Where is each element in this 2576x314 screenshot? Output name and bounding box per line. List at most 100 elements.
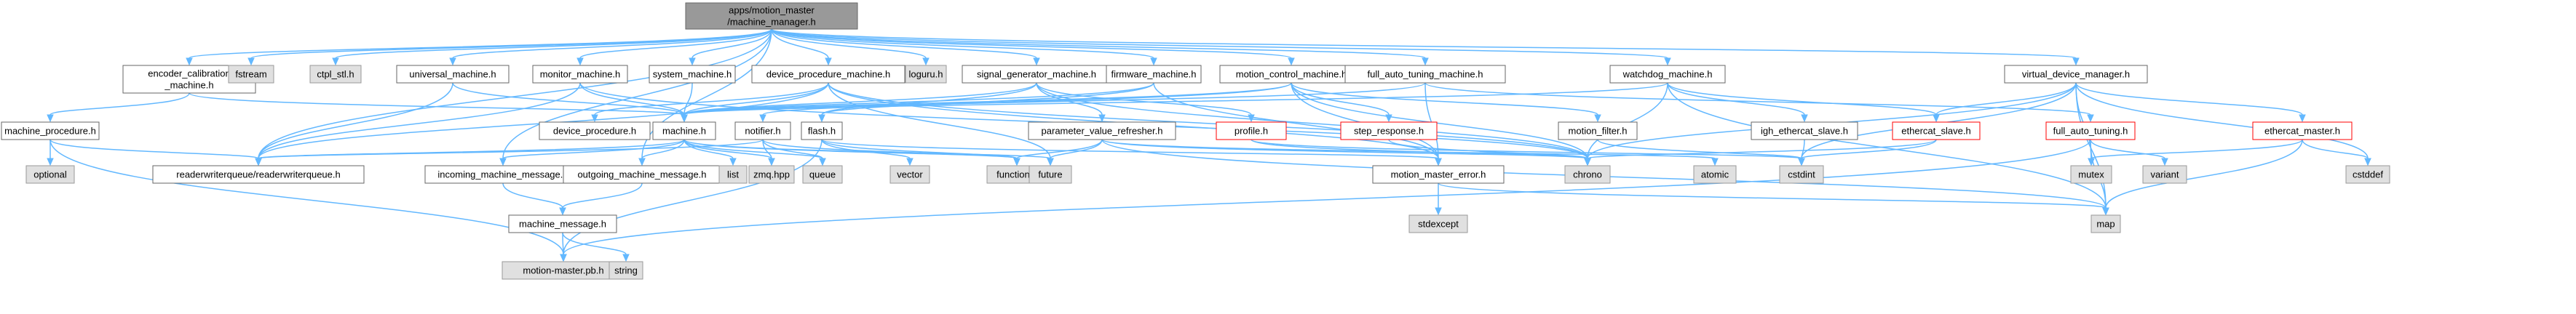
edge-arrowhead bbox=[1098, 114, 1106, 123]
edge-path bbox=[1291, 82, 1390, 116]
node-box bbox=[652, 121, 716, 140]
node-pvr[interactable]: parameter_value_refresher.h bbox=[1028, 121, 1176, 140]
node-label: monitor_machine.h bbox=[540, 69, 621, 80]
node-box bbox=[502, 261, 625, 280]
dependency-edge bbox=[681, 82, 1668, 123]
edge-arrowhead bbox=[1801, 114, 1808, 123]
edge-path bbox=[771, 28, 829, 59]
edge-path bbox=[683, 139, 734, 159]
node-label: parameter_value_refresher.h bbox=[1042, 126, 1163, 137]
node-flash[interactable]: flash.h bbox=[801, 121, 843, 140]
dependency-edge bbox=[560, 232, 567, 262]
edge-arrowhead bbox=[560, 254, 567, 262]
edge-arrowhead bbox=[759, 114, 766, 123]
node-universal[interactable]: universal_machine.h bbox=[396, 65, 510, 84]
node-step[interactable]: step_response.h bbox=[1340, 121, 1438, 140]
node-box bbox=[1892, 121, 1981, 140]
node-incoming[interactable]: incoming_machine_message.h bbox=[424, 165, 582, 184]
node-label: queue bbox=[809, 169, 836, 180]
edge-path bbox=[49, 92, 190, 116]
edge-path bbox=[1801, 139, 1937, 159]
node-outgoing[interactable]: outgoing_machine_message.h bbox=[563, 165, 721, 184]
node-fat[interactable]: full_auto_tuning.h bbox=[2045, 121, 2136, 140]
edge-arrowhead bbox=[825, 57, 832, 66]
node-machproc[interactable]: machine_procedure.h bbox=[1, 121, 100, 140]
edge-path bbox=[1438, 182, 2107, 209]
node-fullauto-m[interactable]: full_auto_tuning_machine.h bbox=[1344, 65, 1506, 84]
edge-arrowhead bbox=[332, 57, 339, 66]
edges-layer bbox=[47, 28, 2371, 262]
dependency-edge bbox=[1584, 139, 1937, 166]
edge-arrowhead bbox=[255, 158, 262, 166]
edge-path bbox=[258, 139, 764, 159]
edge-path bbox=[683, 82, 693, 116]
edge-path bbox=[691, 28, 772, 59]
node-motionctl[interactable]: motion_control_machine.h bbox=[1219, 65, 1363, 84]
node-machine[interactable]: machine.h bbox=[652, 121, 716, 140]
node-box bbox=[532, 65, 628, 84]
edge-path bbox=[821, 139, 1439, 159]
edge-path bbox=[771, 28, 1292, 59]
edge-path bbox=[1291, 82, 1588, 159]
node-box bbox=[1558, 121, 1638, 140]
dependency-edge bbox=[332, 28, 772, 66]
node-ecat-slave[interactable]: ethercat_slave.h bbox=[1892, 121, 1981, 140]
node-firmware[interactable]: firmware_machine.h bbox=[1106, 65, 1202, 84]
edge-arrowhead bbox=[681, 114, 688, 123]
edge-path bbox=[1587, 139, 1937, 159]
node-label: fstream bbox=[235, 69, 266, 80]
dependency-edge bbox=[255, 139, 764, 166]
node-siggen[interactable]: signal_generator_machine.h bbox=[962, 65, 1111, 84]
edge-path bbox=[828, 82, 1588, 159]
node-mfilter[interactable]: motion_filter.h bbox=[1558, 121, 1638, 140]
dependency-edge bbox=[1291, 82, 1601, 123]
node-label: chrono bbox=[1573, 169, 1602, 180]
node-box bbox=[2142, 165, 2187, 184]
node-label: apps/motion_master bbox=[729, 5, 815, 16]
node-profile[interactable]: profile.h bbox=[1216, 121, 1287, 140]
node-system[interactable]: system_machine.h bbox=[649, 65, 736, 84]
node-monitor[interactable]: monitor_machine.h bbox=[532, 65, 628, 84]
node-devproc[interactable]: device_procedure_machine.h bbox=[751, 65, 905, 84]
nodes-layer: apps/motion_master/machine_manager.henco… bbox=[1, 2, 2390, 280]
node-watchdog[interactable]: watchdog_machine.h bbox=[1609, 65, 1726, 84]
node-label: stdexcept bbox=[1418, 219, 1459, 230]
node-label: ethercat_slave.h bbox=[1901, 126, 1970, 137]
node-rwq[interactable]: readerwriterqueue/readerwriterqueue.h bbox=[152, 165, 365, 184]
node-map: map bbox=[2090, 214, 2121, 233]
node-label: system_machine.h bbox=[653, 69, 732, 80]
node-notifier[interactable]: notifier.h bbox=[734, 121, 791, 140]
edge-path bbox=[1016, 139, 1103, 159]
node-label: mutex bbox=[2078, 169, 2104, 180]
edge-arrowhead bbox=[622, 254, 630, 262]
node-label: profile.h bbox=[1235, 126, 1268, 137]
node-vdm[interactable]: virtual_device_manager.h bbox=[2004, 65, 2148, 84]
node-box bbox=[539, 121, 651, 140]
edge-path bbox=[502, 182, 563, 209]
node-igh[interactable]: igh_ethercat_slave.h bbox=[1751, 121, 1858, 140]
node-atomic: atomic bbox=[1693, 165, 1737, 184]
edge-path bbox=[189, 92, 685, 116]
edge-arrowhead bbox=[247, 57, 255, 66]
edge-arrowhead bbox=[576, 57, 584, 66]
node-mme[interactable]: motion_master_error.h bbox=[1372, 165, 1505, 184]
dependency-edge bbox=[1667, 82, 1808, 123]
edge-path bbox=[771, 28, 2077, 59]
node-label: watchdog_machine.h bbox=[1622, 69, 1713, 80]
node-root[interactable]: apps/motion_master/machine_manager.h bbox=[685, 2, 858, 30]
node-machmsg[interactable]: machine_message.h bbox=[508, 214, 617, 233]
node-label: incoming_machine_message.h bbox=[437, 169, 568, 180]
node-vector: vector bbox=[889, 165, 930, 184]
node-ecat-master[interactable]: ethercat_master.h bbox=[2252, 121, 2353, 140]
node-label: zmq.hpp bbox=[753, 169, 790, 180]
node-box bbox=[309, 65, 362, 84]
dependency-edge bbox=[562, 232, 630, 262]
node-box bbox=[1779, 165, 1824, 184]
edge-path bbox=[2075, 82, 2369, 159]
edge-path bbox=[2090, 139, 2303, 159]
dependency-edge bbox=[771, 28, 2080, 66]
dependency-edge bbox=[1435, 183, 1442, 216]
node-device-procedure[interactable]: device_procedure.h bbox=[539, 121, 651, 140]
node-label: map bbox=[2096, 219, 2115, 230]
dependency-edge bbox=[247, 28, 772, 66]
